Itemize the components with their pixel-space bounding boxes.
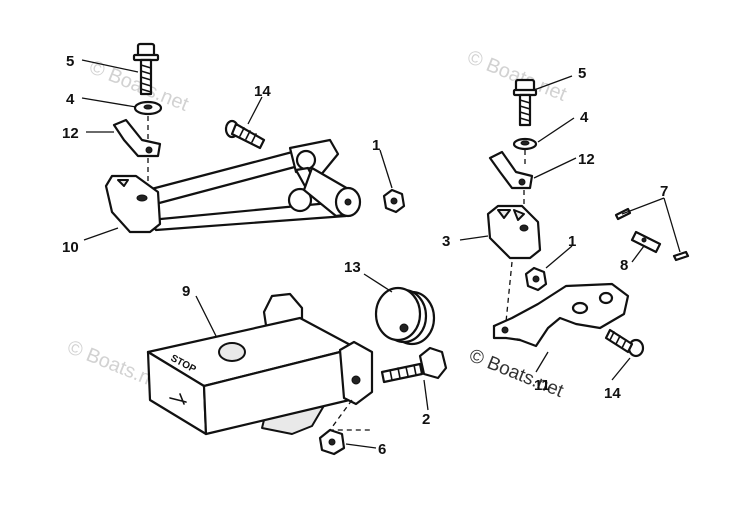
callout-2: 2 [422, 411, 430, 428]
callout-9: 9 [182, 283, 190, 300]
callout-10: 10 [62, 239, 79, 256]
watermark-top-right: © Boats.net [464, 46, 570, 106]
callout-5-right: 5 [578, 65, 586, 82]
washer-4-left [133, 100, 163, 116]
callout-7: 7 [660, 183, 668, 200]
callout-6: 6 [378, 441, 386, 458]
callout-13: 13 [344, 259, 361, 276]
callout-1-top: 1 [372, 137, 380, 154]
nut-1-top [382, 188, 406, 214]
stop-bracket-9: STOP [146, 292, 374, 436]
bracket-11 [492, 282, 630, 348]
throttle-arm-10 [104, 138, 362, 234]
callout-11: 11 [534, 377, 550, 394]
bolt-2 [380, 346, 448, 384]
callout-1-right: 1 [568, 233, 576, 250]
screw-14-top [224, 119, 266, 150]
callout-4-left: 4 [66, 91, 75, 108]
callout-12-right: 12 [578, 151, 595, 168]
bumper-13 [374, 286, 436, 346]
bolt-5-right [512, 78, 538, 127]
callout-12-left: 12 [62, 125, 79, 142]
callout-4-right: 4 [580, 109, 589, 126]
callout-3: 3 [442, 233, 450, 250]
screw-14-bottom [604, 328, 645, 358]
washer-4-right [512, 137, 538, 151]
callout-8: 8 [620, 257, 628, 274]
bolt-5-left [132, 42, 160, 96]
lock-tab-12-right [488, 150, 534, 190]
nut-6 [318, 428, 346, 456]
cam-block-3 [486, 204, 542, 260]
nut-1-right [524, 266, 548, 292]
callout-5-left: 5 [66, 53, 74, 70]
watermark-center-right: © Boats.net [466, 345, 567, 402]
callout-14-top: 14 [254, 83, 271, 100]
lock-tab-12-left [112, 118, 162, 158]
callout-14-bottom: 14 [604, 385, 621, 402]
pin-8 [630, 230, 662, 254]
springs-7 [614, 207, 690, 262]
